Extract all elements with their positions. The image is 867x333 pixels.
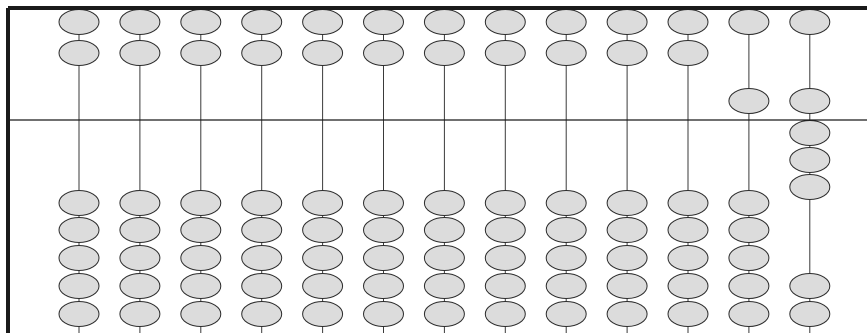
lower-bead[interactable] <box>181 302 221 327</box>
lower-bead[interactable] <box>364 191 404 216</box>
upper-bead[interactable] <box>790 10 830 35</box>
lower-bead[interactable] <box>729 191 769 216</box>
lower-bead[interactable] <box>364 246 404 271</box>
upper-bead[interactable] <box>181 10 221 35</box>
upper-bead[interactable] <box>668 10 708 35</box>
upper-bead[interactable] <box>607 41 647 66</box>
lower-bead[interactable] <box>607 302 647 327</box>
lower-bead[interactable] <box>485 246 525 271</box>
lower-bead[interactable] <box>303 246 343 271</box>
lower-bead[interactable] <box>181 274 221 299</box>
lower-bead[interactable] <box>790 175 830 200</box>
lower-bead[interactable] <box>485 218 525 243</box>
lower-bead[interactable] <box>59 246 99 271</box>
lower-bead[interactable] <box>424 191 464 216</box>
lower-bead[interactable] <box>242 218 282 243</box>
upper-bead[interactable] <box>668 41 708 66</box>
lower-bead[interactable] <box>364 218 404 243</box>
upper-bead[interactable] <box>424 10 464 35</box>
lower-bead[interactable] <box>303 302 343 327</box>
lower-bead[interactable] <box>668 246 708 271</box>
lower-bead[interactable] <box>242 191 282 216</box>
lower-bead[interactable] <box>546 218 586 243</box>
lower-bead[interactable] <box>790 302 830 327</box>
upper-bead[interactable] <box>120 10 160 35</box>
upper-bead[interactable] <box>120 41 160 66</box>
upper-bead[interactable] <box>59 10 99 35</box>
lower-bead[interactable] <box>668 274 708 299</box>
lower-bead[interactable] <box>790 274 830 299</box>
lower-bead[interactable] <box>485 191 525 216</box>
lower-bead[interactable] <box>242 246 282 271</box>
upper-bead[interactable] <box>729 89 769 114</box>
lower-bead[interactable] <box>485 302 525 327</box>
upper-bead[interactable] <box>181 41 221 66</box>
lower-bead[interactable] <box>790 148 830 173</box>
upper-bead[interactable] <box>485 41 525 66</box>
upper-bead[interactable] <box>364 10 404 35</box>
upper-bead[interactable] <box>485 10 525 35</box>
upper-bead[interactable] <box>242 41 282 66</box>
lower-bead[interactable] <box>729 218 769 243</box>
upper-bead[interactable] <box>242 10 282 35</box>
lower-bead[interactable] <box>303 218 343 243</box>
lower-bead[interactable] <box>546 191 586 216</box>
lower-bead[interactable] <box>729 246 769 271</box>
lower-bead[interactable] <box>59 191 99 216</box>
lower-bead[interactable] <box>546 302 586 327</box>
upper-bead[interactable] <box>729 10 769 35</box>
lower-bead[interactable] <box>120 218 160 243</box>
lower-bead[interactable] <box>607 274 647 299</box>
upper-bead[interactable] <box>59 41 99 66</box>
lower-bead[interactable] <box>485 274 525 299</box>
upper-bead[interactable] <box>364 41 404 66</box>
lower-bead[interactable] <box>59 218 99 243</box>
lower-bead[interactable] <box>120 191 160 216</box>
lower-bead[interactable] <box>729 302 769 327</box>
lower-bead[interactable] <box>242 274 282 299</box>
upper-bead[interactable] <box>546 41 586 66</box>
lower-bead[interactable] <box>303 274 343 299</box>
lower-bead[interactable] <box>668 218 708 243</box>
upper-bead[interactable] <box>790 89 830 114</box>
lower-bead[interactable] <box>546 246 586 271</box>
lower-bead[interactable] <box>59 274 99 299</box>
lower-bead[interactable] <box>424 302 464 327</box>
lower-bead[interactable] <box>181 218 221 243</box>
lower-bead[interactable] <box>303 191 343 216</box>
lower-bead[interactable] <box>424 246 464 271</box>
lower-bead[interactable] <box>181 246 221 271</box>
lower-bead[interactable] <box>607 218 647 243</box>
lower-bead[interactable] <box>364 274 404 299</box>
lower-bead[interactable] <box>424 274 464 299</box>
lower-bead[interactable] <box>59 302 99 327</box>
upper-bead[interactable] <box>607 10 647 35</box>
lower-bead[interactable] <box>120 302 160 327</box>
upper-bead[interactable] <box>424 41 464 66</box>
lower-bead[interactable] <box>607 246 647 271</box>
lower-bead[interactable] <box>364 302 404 327</box>
lower-bead[interactable] <box>120 274 160 299</box>
lower-bead[interactable] <box>729 274 769 299</box>
upper-bead[interactable] <box>303 41 343 66</box>
lower-bead[interactable] <box>120 246 160 271</box>
upper-bead[interactable] <box>303 10 343 35</box>
lower-bead[interactable] <box>607 191 647 216</box>
lower-bead[interactable] <box>242 302 282 327</box>
lower-bead[interactable] <box>668 191 708 216</box>
lower-bead[interactable] <box>181 191 221 216</box>
lower-bead[interactable] <box>424 218 464 243</box>
lower-bead[interactable] <box>668 302 708 327</box>
lower-bead[interactable] <box>790 121 830 146</box>
lower-bead[interactable] <box>546 274 586 299</box>
upper-bead[interactable] <box>546 10 586 35</box>
